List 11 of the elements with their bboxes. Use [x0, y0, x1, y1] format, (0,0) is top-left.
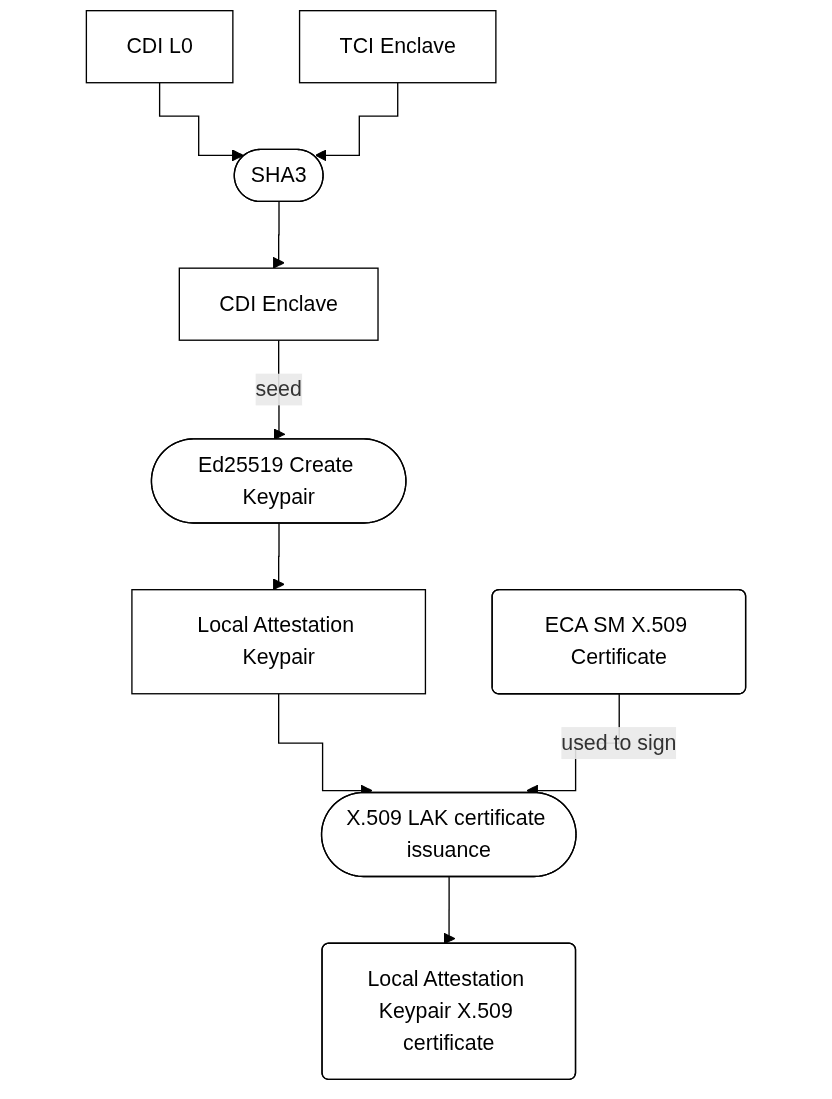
arrow [272, 201, 285, 269]
arrow [158, 82, 244, 162]
arrow [315, 82, 399, 162]
arrow [272, 523, 285, 591]
node-box: CDI L0 [85, 10, 234, 84]
arrow [443, 876, 456, 945]
edge-label: seed [255, 377, 302, 401]
node-box: CDI Enclave [178, 267, 379, 341]
edge-label: used to sign [561, 731, 677, 754]
node-box: TCI Enclave [298, 10, 497, 84]
node-box: Local Attestation Keypair [131, 589, 427, 695]
